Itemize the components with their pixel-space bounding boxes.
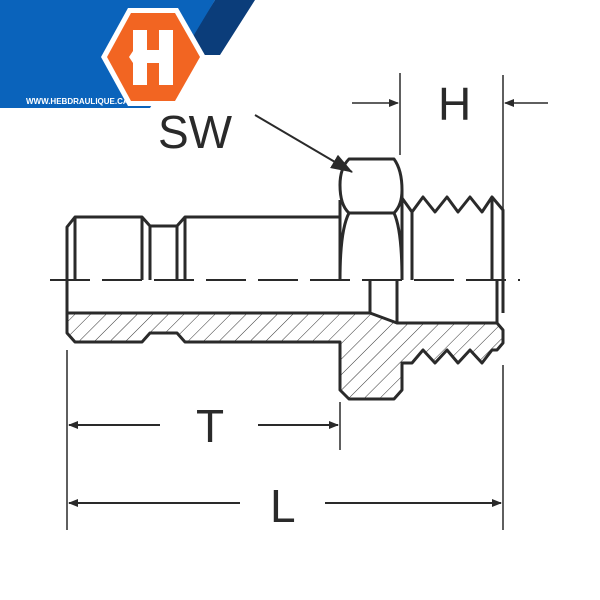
label-t: T bbox=[196, 400, 224, 452]
thread-upper bbox=[400, 195, 505, 313]
brand-banner: WWW.HEBDRAULIQUE.CA bbox=[0, 0, 255, 108]
section-hatched bbox=[65, 311, 505, 401]
label-h: H bbox=[438, 78, 471, 130]
logo-letter-h bbox=[129, 30, 173, 85]
hex-nut bbox=[338, 157, 404, 215]
fitting-outline bbox=[65, 157, 505, 401]
website-url: WWW.HEBDRAULIQUE.CA bbox=[26, 97, 129, 106]
label-l: L bbox=[270, 480, 296, 532]
dimension-lines bbox=[66, 73, 548, 530]
tube-upper bbox=[65, 215, 340, 280]
label-sw: SW bbox=[158, 106, 233, 158]
